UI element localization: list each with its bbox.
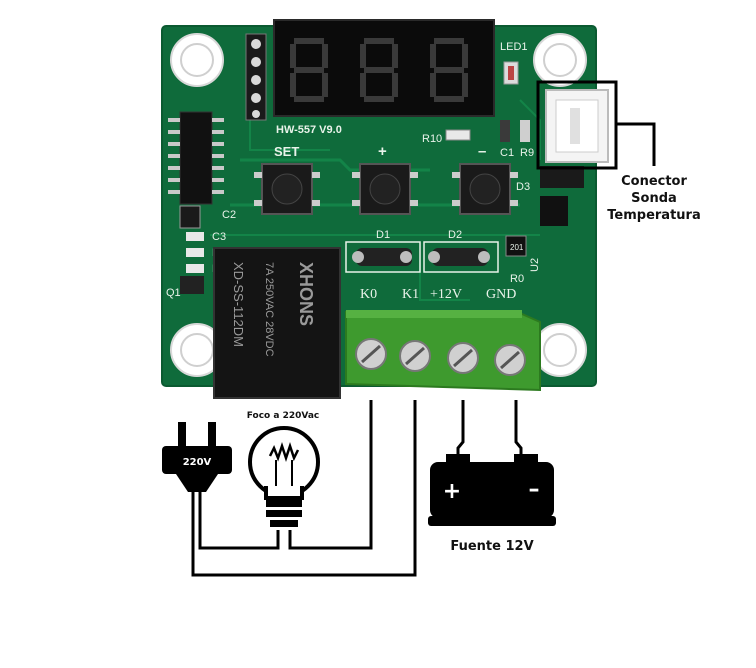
r10-label: R10 bbox=[422, 133, 442, 145]
mounting-hole-top-left bbox=[170, 33, 224, 87]
sensor-label-line-1: Conector bbox=[621, 174, 687, 189]
wires bbox=[191, 400, 523, 577]
digit-3 bbox=[430, 38, 468, 102]
set-label: SET bbox=[274, 144, 299, 159]
relay: XHONS 7A 250VAC 28VDC XD-SS-112DM bbox=[213, 247, 341, 399]
lamp-icon: Foco a 220Vac bbox=[247, 411, 320, 527]
wire-k0-to-lamp bbox=[288, 400, 373, 550]
relay-model: XD-SS-112DM bbox=[231, 262, 246, 347]
wire-plug-to-lamp bbox=[198, 492, 280, 550]
r-small-code: 201 bbox=[510, 243, 524, 252]
sensor-callout-label: Conector Sonda Temperatura bbox=[607, 174, 700, 223]
battery-icon: + – Fuente 12V bbox=[428, 454, 556, 554]
relay-brand: XHONS bbox=[296, 262, 316, 326]
battery-plus-label: + bbox=[443, 479, 461, 504]
plus-label: + bbox=[378, 143, 387, 160]
c3-label: C3 bbox=[212, 231, 226, 243]
mounting-hole-bottom-right bbox=[533, 323, 587, 377]
model-label: HW-557 V9.0 bbox=[276, 124, 342, 136]
set-button[interactable] bbox=[254, 163, 320, 215]
plus-button[interactable] bbox=[352, 163, 418, 215]
smd-components: 201 bbox=[179, 120, 584, 294]
u2-label: U2 bbox=[529, 258, 541, 272]
wire-12v-to-battery bbox=[456, 400, 465, 458]
r0-label: R0 bbox=[510, 273, 524, 285]
d2-label: D2 bbox=[448, 229, 462, 241]
minus-label: – bbox=[478, 143, 486, 160]
sensor-connector bbox=[536, 80, 618, 170]
r9-label: R9 bbox=[520, 147, 534, 159]
digit-1 bbox=[290, 38, 328, 102]
battery-minus-label: – bbox=[529, 477, 540, 502]
d3-label: D3 bbox=[516, 181, 530, 193]
seven-segment-display bbox=[273, 19, 495, 117]
plug-icon: 220V bbox=[162, 422, 232, 492]
sensor-label-line-3: Temperatura bbox=[607, 208, 700, 223]
q1-label: Q1 bbox=[166, 287, 181, 299]
wire-gnd-to-battery bbox=[514, 400, 523, 458]
d1-label: D1 bbox=[376, 229, 390, 241]
diode-d2 bbox=[423, 241, 499, 273]
diode-d1 bbox=[345, 241, 421, 273]
screw-k0 bbox=[355, 338, 387, 370]
led-label: LED1 bbox=[500, 41, 528, 53]
plug-label: 220V bbox=[183, 457, 212, 468]
terminal-label-12v: +12V bbox=[430, 287, 462, 302]
sensor-label-line-2: Sonda bbox=[631, 191, 677, 206]
ic-chip bbox=[168, 111, 224, 205]
terminal-label-k0: K0 bbox=[360, 287, 377, 302]
c2-label: C2 bbox=[222, 209, 236, 221]
c1-label: C1 bbox=[500, 147, 514, 159]
screw-terminal-block bbox=[345, 310, 541, 392]
mounting-hole-top-right bbox=[533, 33, 587, 87]
screw-gnd bbox=[494, 344, 526, 376]
pin-header bbox=[245, 33, 267, 121]
terminal-label-k1: K1 bbox=[402, 287, 419, 302]
sensor-callout-line bbox=[616, 122, 656, 166]
mounting-hole-bottom-left bbox=[170, 323, 224, 377]
minus-button[interactable] bbox=[452, 163, 518, 215]
power-supply-label: Fuente 12V bbox=[450, 539, 533, 554]
screw-k1 bbox=[399, 340, 431, 372]
terminal-label-gnd: GND bbox=[486, 287, 516, 302]
screw-12v bbox=[447, 342, 479, 374]
wire-k1-to-plug bbox=[191, 400, 417, 577]
lamp-label: Foco a 220Vac bbox=[247, 411, 320, 421]
led-indicator: LED1 bbox=[500, 41, 528, 85]
digit-2 bbox=[360, 38, 398, 102]
relay-rating: 7A 250VAC 28VDC bbox=[263, 262, 275, 357]
terminal-labels: K0 K1 +12V GND bbox=[360, 287, 516, 302]
